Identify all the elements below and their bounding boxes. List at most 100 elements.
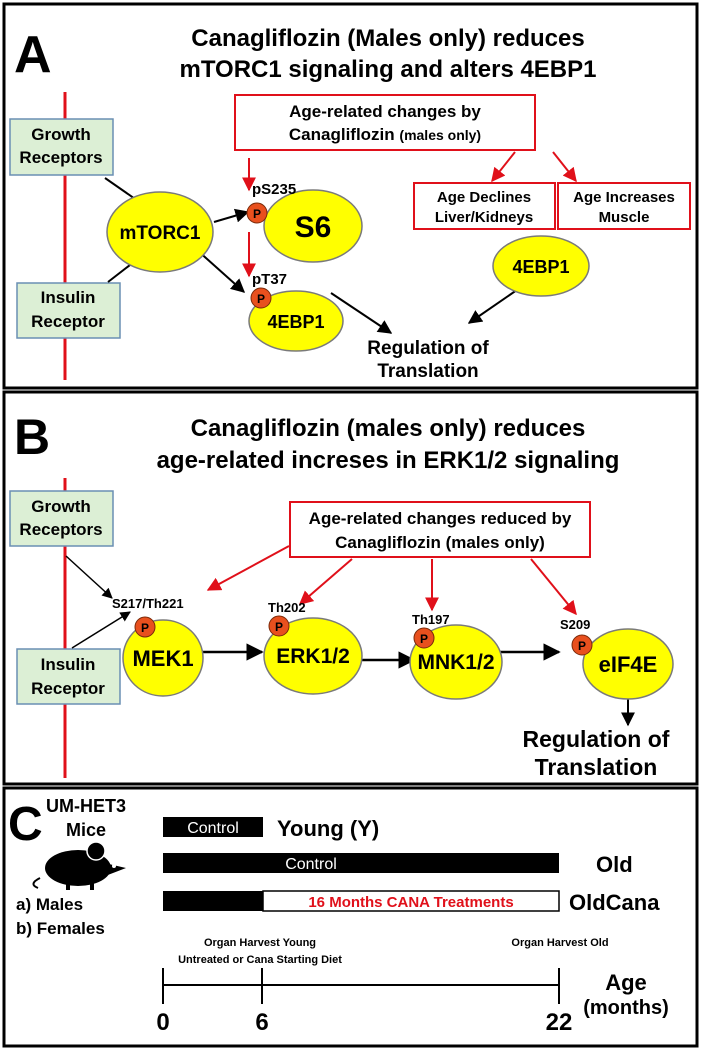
red-arrow-to-erk — [298, 558, 353, 605]
age-tick-0-label: 0 — [156, 1009, 169, 1036]
panel-b-output-l2: Translation — [535, 754, 658, 780]
phospho-4ebp1 — [250, 287, 272, 309]
site-erk-label: Th202 — [268, 600, 306, 615]
note-22: Organ Harvest Old — [511, 937, 608, 949]
node-s6 — [263, 189, 363, 263]
phospho-eif4e-label: P — [578, 639, 586, 653]
note-6-l1: Organ Harvest Young — [204, 937, 316, 949]
bar-young-control — [163, 817, 263, 837]
panel-a-age-box — [234, 94, 536, 151]
panel-a-frame — [2, 2, 699, 390]
panel-b-age-box — [289, 501, 591, 558]
arrow-mtorc1-to-s6 — [213, 208, 250, 223]
panel-c-strain-l1: UM-HET3 — [46, 796, 126, 816]
bar-cana-treatment-label: 16 Months CANA Treatments — [308, 894, 513, 911]
panel-a-insulin-receptor-l2: Receptor — [31, 312, 105, 331]
panel-b-title-line1: Canagliflozin (males only) reduces — [191, 415, 586, 442]
arrow-mtorc1-to-4ebp1 — [196, 249, 246, 293]
mouse-icon — [32, 841, 126, 890]
red-arrow-to-mek1 — [206, 545, 290, 591]
panel-c-sex-a: a) Males — [16, 895, 83, 914]
phospho-mek1-label: P — [141, 621, 149, 635]
panel-c: C UM-HET3 Mice a) Males b) Females Contr… — [2, 786, 699, 1048]
node-4ebp1-phospho — [248, 290, 344, 352]
panel-a-age-box-l1: Age-related changes by — [289, 102, 481, 121]
phospho-mek1 — [134, 616, 156, 638]
panel-b-growth-receptor-l2: Receptors — [19, 520, 102, 539]
node-eif4e — [582, 628, 674, 700]
node-s6-label: S6 — [295, 211, 332, 244]
node-4ebp1-free-label: 4EBP1 — [512, 257, 569, 277]
panel-a-output-l2: Translation — [377, 361, 478, 382]
phospho-mnk-label: P — [420, 632, 428, 646]
bar-old-control-label: Control — [285, 856, 337, 873]
panel-a-increase-box — [557, 182, 691, 230]
panel-b-insulin-receptor-box — [16, 648, 121, 705]
panel-a-age-box-l2-drug: Canagliflozin — [289, 125, 395, 144]
panel-b-growth-receptor-l1: Growth — [31, 497, 91, 516]
panel-a-title-line2: mTORC1 signaling and alters 4EBP1 — [179, 56, 596, 83]
panel-b-output-l1: Regulation of — [523, 726, 670, 752]
phospho-erk — [268, 615, 290, 637]
red-arrow-to-increase — [552, 151, 577, 183]
node-erk-label: ERK1/2 — [276, 645, 350, 668]
phospho-erk-label: P — [275, 620, 283, 634]
node-erk — [263, 617, 363, 695]
panel-b-insulin-receptor-l1: Insulin — [41, 655, 96, 674]
node-mtorc1 — [106, 191, 214, 273]
panel-a-growth-receptor-l2: Receptors — [19, 148, 102, 167]
panel-a-title-line1: Canagliflozin (Males only) reduces — [191, 25, 584, 52]
panel-b-frame — [2, 390, 699, 786]
node-4ebp1-free — [492, 235, 590, 297]
panel-c-sex-b: b) Females — [16, 919, 105, 938]
panel-a-letter: A — [14, 26, 52, 84]
site-s6-label: pS235 — [252, 181, 296, 198]
phospho-eif4e — [571, 634, 593, 656]
panel-b-age-box-l2: Canagliflozin (males only) — [335, 533, 545, 552]
bar-young-control-label: Control — [187, 820, 239, 837]
panel-a-age-box-l2: Canagliflozin (males only) — [289, 125, 481, 144]
phospho-s6 — [246, 202, 268, 224]
panel-c-letter: C — [8, 798, 43, 851]
age-tick-6-label: 6 — [255, 1009, 268, 1036]
panel-b-letter: B — [14, 409, 50, 465]
group-cana-label: OldCana — [569, 890, 660, 915]
bar-cana-control-phase — [163, 891, 263, 911]
panel-b-title-line2: age-related increses in ERK1/2 signaling — [157, 447, 620, 474]
panel-a: A Canagliflozin (Males only) reduces mTO… — [2, 2, 699, 390]
panel-a-growth-receptor-l1: Growth — [31, 125, 91, 144]
group-old-label: Old — [596, 852, 633, 877]
node-mnk — [409, 624, 503, 700]
age-tick-22-label: 22 — [546, 1009, 573, 1036]
note-6-l2: Untreated or Cana Starting Diet — [178, 954, 342, 966]
site-mnk-label: Th197 — [412, 612, 450, 627]
phospho-mnk — [413, 627, 435, 649]
panel-a-decline-box — [413, 182, 556, 230]
site-4ebp1-label: pT37 — [252, 271, 287, 288]
panel-a-increase-l1: Age Increases — [573, 189, 675, 206]
panel-a-insulin-receptor-l1: Insulin — [41, 288, 96, 307]
red-arrow-to-eif4e — [530, 558, 577, 616]
phospho-s6-label: P — [253, 207, 261, 221]
arrow-4ebp1-to-translation — [330, 292, 393, 334]
arrow-growth-to-mek1 — [65, 555, 113, 599]
panel-b: B Canagliflozin (males only) reduces age… — [2, 390, 699, 786]
panel-a-output-l1: Regulation of — [367, 338, 489, 359]
node-mnk-label: MNK1/2 — [417, 651, 494, 674]
panel-a-age-box-l2-sex: (males only) — [399, 127, 481, 143]
age-axis-label-l2: (months) — [583, 997, 669, 1019]
node-4ebp1-phospho-label: 4EBP1 — [267, 312, 324, 332]
panel-a-insulin-receptor-box — [16, 282, 121, 339]
age-axis-label-l1: Age — [605, 970, 647, 995]
panel-a-decline-l2: Liver/Kidneys — [435, 209, 533, 226]
node-eif4e-label: eIF4E — [599, 652, 658, 677]
node-mek1 — [122, 619, 204, 697]
panel-c-frame — [2, 786, 699, 1048]
site-mek1-label: S217/Th221 — [112, 596, 184, 611]
panel-b-growth-receptor-box — [9, 490, 114, 547]
panel-c-strain-l2: Mice — [66, 820, 106, 840]
red-arrow-to-decline — [491, 151, 516, 183]
panel-a-growth-receptor-box — [9, 118, 114, 176]
panel-b-age-box-l1: Age-related changes reduced by — [309, 509, 572, 528]
panel-a-increase-l2: Muscle — [599, 209, 650, 226]
